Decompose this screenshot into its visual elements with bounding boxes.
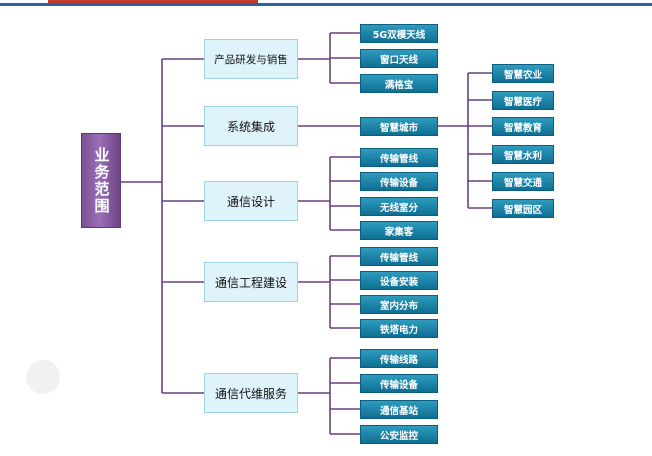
leaf-node: 窗口天线 (360, 49, 438, 68)
header-accent-bar (0, 0, 652, 6)
leaf-node: 传输管线 (360, 148, 438, 167)
leaf-node: 传输设备 (360, 374, 438, 393)
category-system-integration: 系统集成 (204, 106, 298, 146)
leaf-label: 智慧医疗 (503, 96, 542, 108)
leaf-label: 智慧农业 (503, 69, 542, 81)
smart-city-leaf: 智慧交通 (492, 172, 554, 191)
smart-city-leaf: 智慧医疗 (492, 91, 554, 110)
smart-city-leaf: 智慧农业 (492, 64, 554, 83)
leaf-label: 家集客 (384, 226, 414, 238)
leaf-label: 智慧交通 (503, 177, 542, 189)
leaf-label: 公安监控 (379, 430, 418, 442)
leaf-label: 满格宝 (384, 79, 414, 91)
category-telecom-construction: 通信工程建设 (204, 262, 298, 302)
leaf-label: 传输设备 (379, 379, 418, 391)
leaf-label: 设备安装 (379, 276, 418, 288)
category-telecom-maintenance: 通信代维服务 (204, 373, 298, 413)
leaf-label: 智慧水利 (503, 150, 542, 162)
leaf-label: 传输线路 (379, 354, 418, 366)
category-label: 产品研发与销售 (214, 53, 288, 66)
leaf-node: 铁塔电力 (360, 319, 438, 338)
leaf-node: 室内分布 (360, 295, 438, 314)
leaf-label: 智慧园区 (503, 204, 542, 216)
header-accent-blue (0, 3, 652, 6)
leaf-label: 传输管线 (379, 252, 418, 264)
leaf-label: 无线室分 (379, 202, 418, 214)
leaf-label: 室内分布 (379, 300, 418, 312)
root-node: 业务范围 (81, 133, 121, 228)
leaf-node: 公安监控 (360, 425, 438, 444)
leaf-label: 传输管线 (379, 153, 418, 165)
header-accent-red (48, 0, 258, 3)
leaf-label: 通信基站 (379, 405, 418, 417)
smart-city-leaf: 智慧园区 (492, 199, 554, 218)
watermark-logo-icon (26, 360, 60, 394)
leaf-node: 传输设备 (360, 172, 438, 191)
leaf-node: 5G双模天线 (360, 24, 438, 43)
category-label: 通信代维服务 (214, 386, 287, 401)
leaf-label: 智慧城市 (379, 122, 418, 134)
leaf-label: 智慧教育 (503, 122, 542, 134)
leaf-label: 5G双模天线 (372, 29, 426, 41)
category-telecom-design: 通信设计 (204, 181, 298, 221)
leaf-label: 传输设备 (379, 177, 418, 189)
category-label: 系统集成 (226, 119, 275, 134)
leaf-node: 通信基站 (360, 400, 438, 419)
leaf-label: 铁塔电力 (379, 324, 418, 336)
leaf-node: 传输线路 (360, 349, 438, 368)
leaf-node: 家集客 (360, 221, 438, 240)
leaf-node: 传输管线 (360, 247, 438, 266)
leaf-node: 设备安装 (360, 271, 438, 290)
leaf-node-smart-city: 智慧城市 (360, 117, 438, 136)
category-product-rd-sales: 产品研发与销售 (204, 39, 298, 79)
category-label: 通信工程建设 (214, 275, 287, 290)
leaf-node: 无线室分 (360, 197, 438, 216)
smart-city-leaf: 智慧水利 (492, 145, 554, 164)
leaf-label: 窗口天线 (379, 54, 418, 66)
smart-city-leaf: 智慧教育 (492, 117, 554, 136)
category-label: 通信设计 (226, 194, 275, 209)
root-label: 业务范围 (92, 146, 111, 215)
leaf-node: 满格宝 (360, 74, 438, 93)
